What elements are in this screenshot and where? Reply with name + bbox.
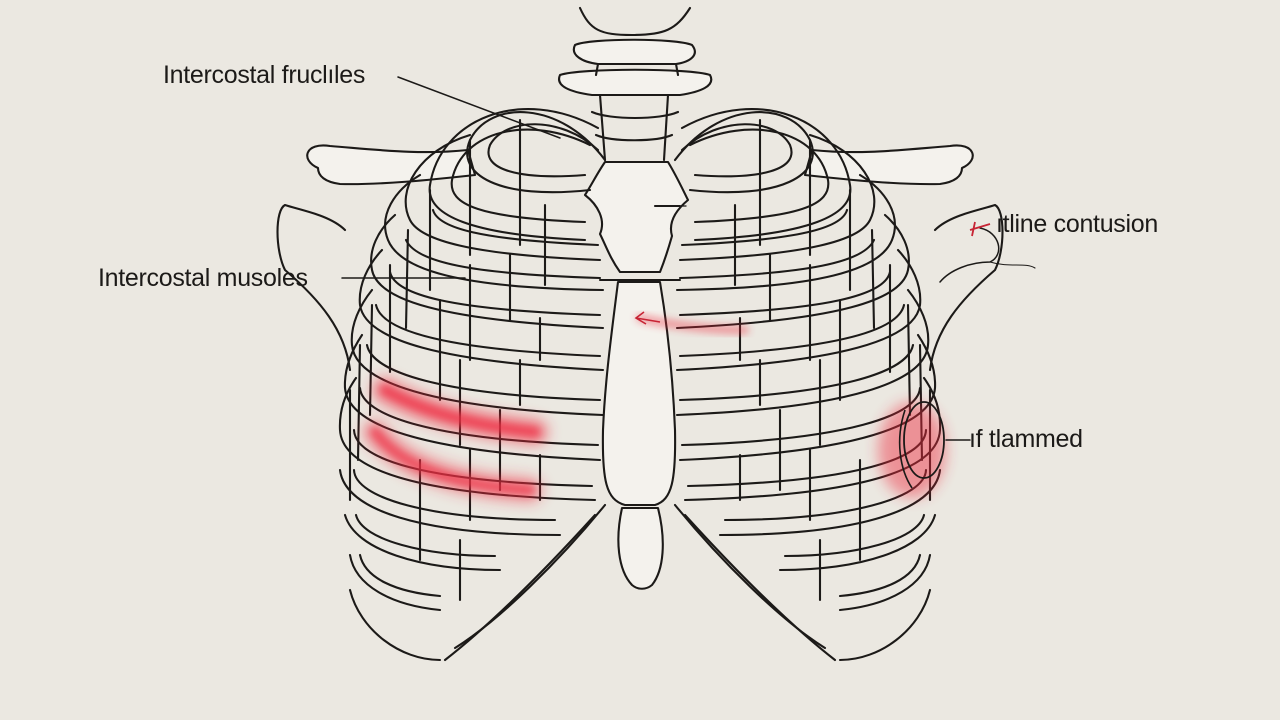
label-intercostal-fractures: Intercostal fruclıles [163,61,366,89]
thoracic-spine [558,6,713,162]
label-contusion: ıtline contusion [996,210,1158,238]
label-intercostal-muscles: Intercostal musoles [98,264,308,292]
left-clavicle [306,144,477,186]
right-clavicle [803,144,974,186]
inflammation-highlight-center [634,311,749,334]
right-ribs [673,108,1004,662]
inflammation-highlight-left-upper [372,377,548,445]
leader-line-top [397,76,561,139]
inflammation-highlight-right [878,401,946,498]
sternum [583,160,690,590]
leader-lines [341,76,1036,441]
arrow-marker-upper-right [969,221,991,237]
inflammation-highlight-left-lower [363,420,542,502]
left-ribs [276,108,607,662]
label-inflammed: ıf tlammed [969,425,1083,453]
